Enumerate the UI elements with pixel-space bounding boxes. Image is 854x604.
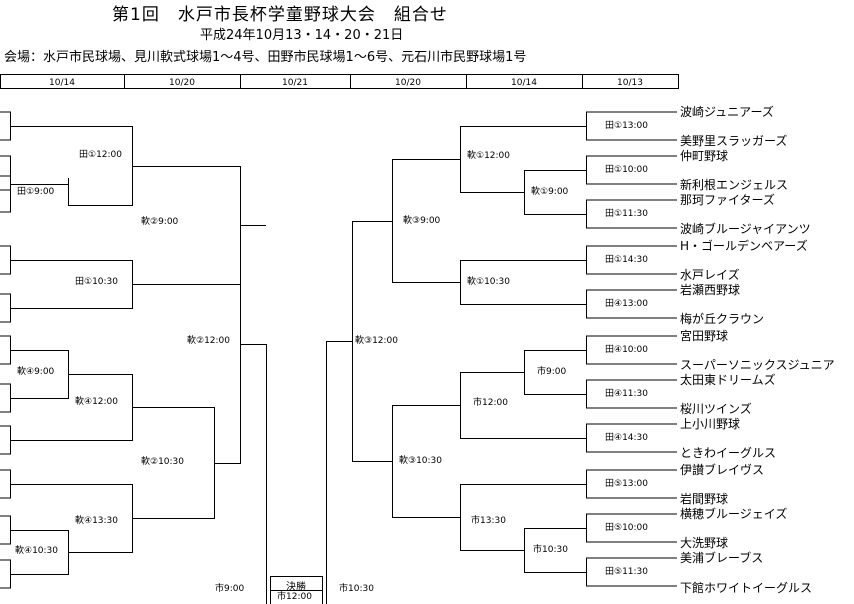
match-time: 軟①9:00 [530,187,570,198]
team-entry: 桜川ツインズ [680,402,752,416]
match-time: 軟④9:00 [16,367,56,378]
round-header-6: 10/13 [617,78,643,88]
team-entry: ときわイーグルス [680,446,777,460]
match-time: 田①10:00 [604,165,650,176]
team-entry: 伊讃ブレイヴス [680,463,765,477]
match-time: 田⑤11:30 [604,567,650,578]
final-time: 市12:00 [276,592,313,603]
match-time: 田①10:30 [74,277,120,288]
team-entry: 宮田野球 [680,329,729,343]
match-time: 市10:30 [532,545,569,556]
team-entry: 横穂ブルージェイズ [680,507,788,521]
team-entry: 那珂ファイターズ [680,193,775,207]
match-time: 田⑤13:00 [604,479,650,490]
final-label: 決勝 [286,582,306,593]
round-header-1: 10/14 [49,78,75,88]
team-entry: 岩瀬西野球 [680,283,741,297]
match-time: 軟②10:30 [140,457,186,468]
team-entry: H・ゴールデンベアーズ [680,239,808,253]
team-entry: 波崎ブルージャイアンツ [680,222,811,236]
round-header-4: 10/20 [395,78,421,88]
match-time: 市12:00 [472,398,509,409]
match-time: 市9:00 [536,367,568,378]
match-time: 田①13:00 [604,121,650,132]
match-time: 軟①10:30 [466,277,512,288]
match-time: 軟④10:30 [14,546,60,557]
team-entry: 太田東ドリームズ [680,373,776,387]
team-entry: 梅が丘クラウン [680,312,765,326]
match-time: 軟④12:00 [74,397,120,408]
team-entry: 岩間野球 [680,492,729,506]
match-time: 田④13:00 [604,299,650,310]
match-time: 田①14:30 [604,255,650,266]
team-entry: 水戸レイズ [680,268,740,282]
match-time: 軟②12:00 [186,336,232,347]
match-time: 軟④13:30 [74,516,120,527]
match-time: 市9:00 [214,584,246,595]
match-time: 田④14:30 [604,433,650,444]
team-entry: スーパーソニックスジュニア [680,358,835,372]
tournament-dates: 平成24年10月13・14・20・21日 [200,28,404,43]
match-time: 田①9:00 [16,187,56,198]
team-entry: 波崎ジュニアーズ [680,105,774,119]
match-time: 軟③10:30 [398,456,444,467]
team-entry: 上小川野球 [680,417,741,431]
team-entry: 大洗野球 [680,536,729,550]
match-time: 軟①12:00 [466,151,512,162]
team-entry: 美浦ブレーブス [680,551,764,565]
match-time: 市10:30 [338,584,375,595]
match-time: 軟③9:00 [402,216,442,227]
team-entry: 下館ホワイトイーグルス [680,581,813,595]
match-time: 田①12:00 [78,150,124,161]
match-time: 田⑤10:00 [604,523,650,534]
page-title: 第1回 水戸市長杯学童野球大会 組合せ [112,5,448,25]
venue-list: 会場：水戸市民球場、見川軟式球場1～4号、田野市民球場1～6号、元石川市民野球場… [4,50,527,65]
team-entry: 仲町野球 [680,149,729,163]
round-header-3: 10/21 [282,78,308,88]
team-entry: 美野里スラッガーズ [680,134,788,148]
round-header-2: 10/20 [169,78,195,88]
match-time: 市13:30 [470,516,507,527]
round-header-5: 10/14 [511,78,537,88]
match-time: 軟②9:00 [140,217,180,228]
match-time: 田①11:30 [604,209,650,220]
match-time: 田④10:00 [604,345,650,356]
match-time: 田④11:30 [604,389,650,400]
match-time: 軟③12:00 [354,336,400,347]
team-entry: 新利根エンジェルス [680,178,789,192]
